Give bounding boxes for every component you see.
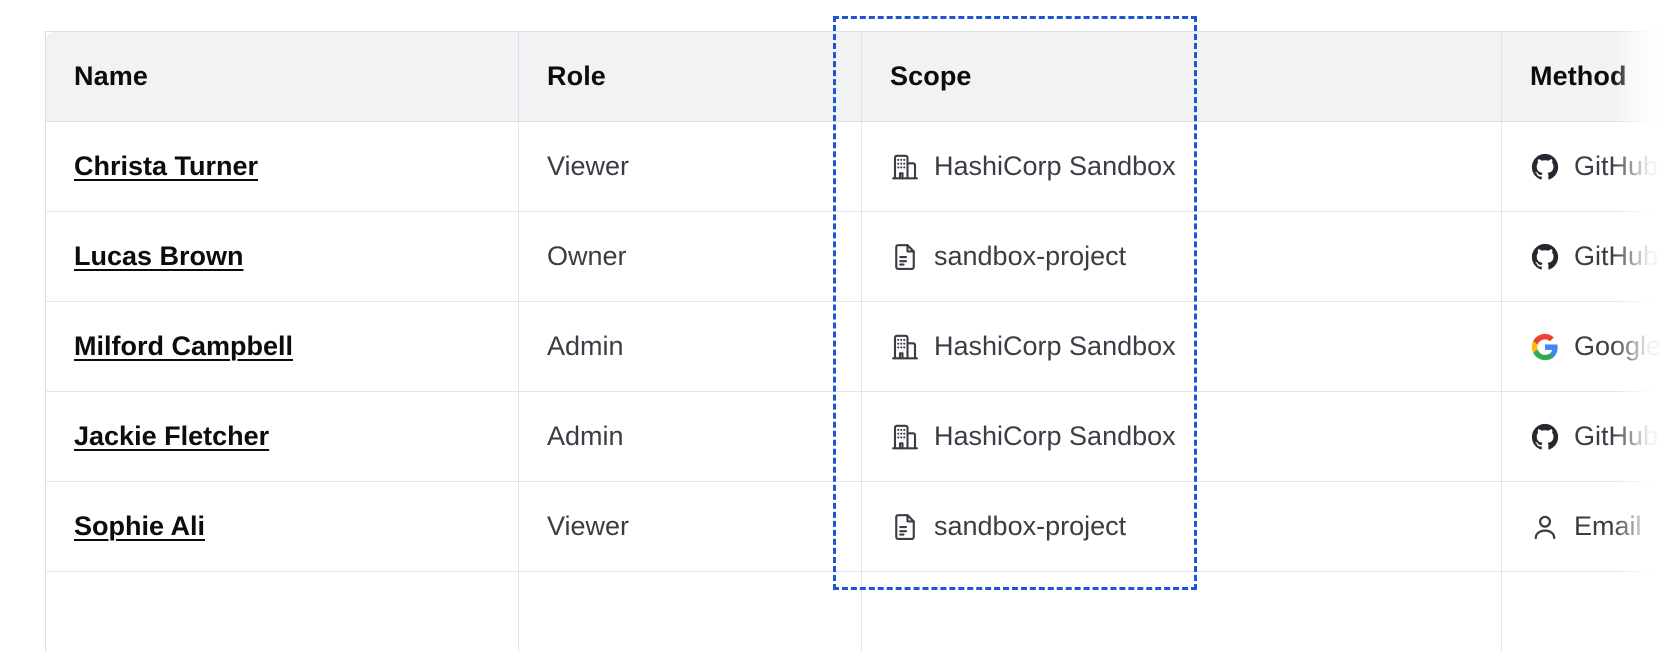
organization-icon [890, 332, 920, 362]
table-header: Name Role Scope Method [45, 31, 1672, 122]
column-header-role[interactable]: Role [518, 31, 862, 122]
cell-name: Christa Turner [45, 121, 519, 212]
member-name-link[interactable]: Milford Campbell [74, 331, 294, 361]
github-icon [1530, 242, 1560, 272]
method-label: GitHub [1574, 241, 1659, 271]
cell-name: Lucas Brown [45, 211, 519, 302]
cell-scope: HashiCorp Sandbox [861, 301, 1502, 392]
github-icon [1530, 152, 1560, 182]
members-table: Name Role Scope Method Christa Turner Vi… [45, 31, 1672, 652]
table-header-row: Name Role Scope Method [45, 31, 1672, 122]
cell-method: GitHub [1501, 211, 1672, 302]
table-row [45, 571, 1672, 652]
cell-name: Milford Campbell [45, 301, 519, 392]
scope-label: sandbox-project [934, 511, 1127, 541]
organization-icon [890, 422, 920, 452]
scope-label: HashiCorp Sandbox [934, 421, 1176, 451]
cell-role: Viewer [518, 121, 862, 212]
cell-role: Viewer [518, 481, 862, 572]
cell-role [518, 571, 862, 652]
column-header-scope[interactable]: Scope [861, 31, 1502, 122]
cell-name: Jackie Fletcher [45, 391, 519, 482]
project-document-icon [890, 512, 920, 542]
column-header-name[interactable]: Name [45, 31, 519, 122]
scope-label: sandbox-project [934, 241, 1127, 271]
cell-role: Owner [518, 211, 862, 302]
cell-scope: HashiCorp Sandbox [861, 391, 1502, 482]
cell-role: Admin [518, 391, 862, 482]
table-row: Lucas Brown Owner sa [45, 211, 1672, 302]
table-body: Christa Turner Viewer [45, 121, 1672, 652]
table-row: Milford Campbell Admin [45, 301, 1672, 392]
column-header-method[interactable]: Method [1501, 31, 1672, 122]
table-row: Christa Turner Viewer [45, 121, 1672, 212]
method-label: GitHub [1574, 151, 1659, 181]
cell-name: Sophie Ali [45, 481, 519, 572]
method-label: Google [1574, 331, 1662, 361]
method-label: Email [1574, 511, 1642, 541]
cell-method: Email [1501, 481, 1672, 572]
google-icon [1530, 332, 1560, 362]
cell-method: GitHub [1501, 121, 1672, 212]
cell-scope [861, 571, 1502, 652]
member-name-link[interactable]: Sophie Ali [74, 511, 206, 541]
user-icon [1530, 512, 1560, 542]
organization-icon [890, 152, 920, 182]
table-row: Sophie Ali Viewer sa [45, 481, 1672, 572]
cell-scope: sandbox-project [861, 481, 1502, 572]
cell-name [45, 571, 519, 652]
cell-scope: HashiCorp Sandbox [861, 121, 1502, 212]
project-document-icon [890, 242, 920, 272]
member-name-link[interactable]: Jackie Fletcher [74, 421, 270, 451]
github-icon [1530, 422, 1560, 452]
member-name-link[interactable]: Christa Turner [74, 151, 259, 181]
cell-method: Google [1501, 301, 1672, 392]
cell-method: GitHub [1501, 391, 1672, 482]
cell-scope: sandbox-project [861, 211, 1502, 302]
method-label: GitHub [1574, 421, 1659, 451]
table-row: Jackie Fletcher Admin [45, 391, 1672, 482]
members-table-scroll-container[interactable]: Name Role Scope Method Christa Turner Vi… [45, 31, 1672, 652]
member-name-link[interactable]: Lucas Brown [74, 241, 244, 271]
cell-method [1501, 571, 1672, 652]
scope-label: HashiCorp Sandbox [934, 151, 1176, 181]
cell-role: Admin [518, 301, 862, 392]
scope-label: HashiCorp Sandbox [934, 331, 1176, 361]
